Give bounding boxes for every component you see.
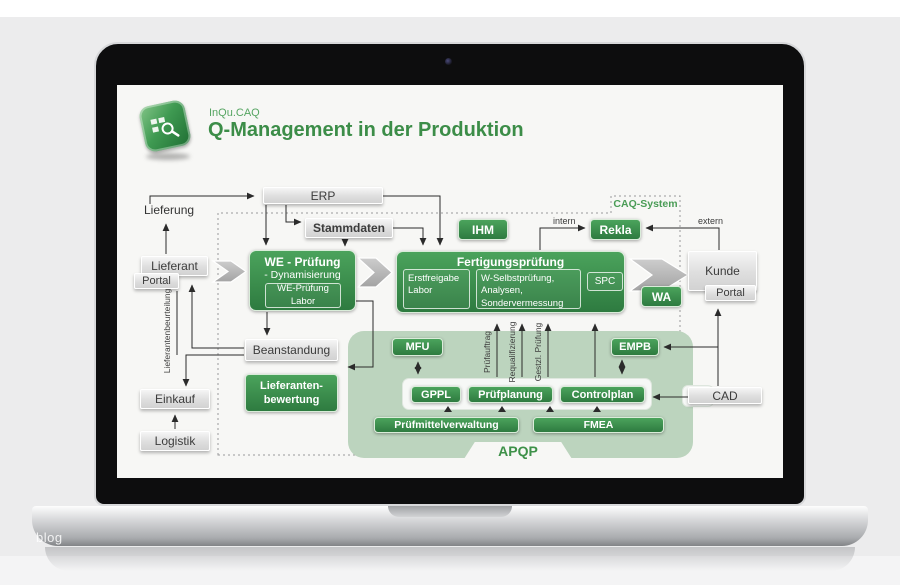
selbstpruefung-subnode: W-Selbstprüfung, Analysen, Sondervermess…	[476, 269, 581, 309]
we-labor-subnode: WE-Prüfung Labor	[265, 283, 341, 308]
node-we-pruefung: WE - Prüfung - Dynamisierung WE-Prüfung …	[249, 250, 356, 311]
node-ihm: IHM	[458, 219, 508, 240]
node-portal-lieferant: Portal	[134, 273, 179, 289]
node-logistik: Logistik	[140, 431, 210, 451]
erstfreigabe-subnode: Erstfreigabe Labor	[403, 269, 470, 309]
node-kunde: Kunde	[688, 251, 757, 291]
label-lieferung: Lieferung	[144, 203, 195, 217]
laptop-reflection	[45, 547, 855, 571]
node-lieferantenbewertung: Lieferanten- bewertung	[245, 374, 338, 412]
label-requalifizierung: Requalifizierung	[507, 321, 517, 383]
page-title: Q-Management in der Produktion	[208, 119, 524, 141]
node-stammdaten: Stammdaten	[305, 218, 393, 238]
logo-shadow	[146, 153, 190, 160]
node-lieferant: Lieferant	[141, 256, 208, 276]
apqp-notch	[464, 442, 572, 459]
node-mfu: MFU	[392, 338, 443, 356]
we-pruefung-title: WE - Prüfung	[264, 255, 341, 269]
laptop-thumb-groove	[388, 506, 512, 517]
node-gppl: GPPL	[411, 386, 461, 403]
node-pruefplanung: Prüfplanung	[468, 386, 553, 403]
node-einkauf: Einkauf	[140, 389, 210, 409]
background-bottom	[0, 556, 900, 585]
inqu-cube-icon	[137, 98, 193, 154]
label-lieferantenbeurteilung: Lieferantenbeurteilung	[162, 288, 172, 374]
flow-chevron-icons	[211, 257, 690, 292]
node-empb: EMPB	[611, 338, 659, 356]
node-cad: CAD	[688, 387, 762, 404]
node-fmea: FMEA	[533, 417, 664, 433]
spc-subnode: SPC	[587, 272, 623, 291]
node-pruefmittelverwaltung: Prüfmittelverwaltung	[374, 417, 519, 433]
node-beanstandung: Beanstandung	[245, 339, 338, 361]
label-extern: extern	[698, 216, 724, 226]
node-erp: ERP	[263, 187, 383, 204]
label-gestzl-pruefung: Gestzl. Prüfung	[533, 322, 543, 382]
node-wa: WA	[641, 286, 682, 307]
node-fertigungspruefung: Fertigungsprüfung Erstfreigabe Labor W-S…	[396, 251, 625, 313]
label-pruefauftrag: Prüfauftrag	[482, 330, 492, 374]
we-dynamisierung-label: - Dynamisierung	[264, 269, 341, 281]
watermark: blog	[36, 530, 63, 545]
label-intern: intern	[553, 216, 576, 226]
node-portal-kunde: Portal	[705, 285, 756, 301]
node-controlplan: Controlplan	[560, 386, 645, 403]
fertigungspruefung-title: Fertigungsprüfung	[456, 255, 565, 269]
node-rekla: Rekla	[590, 219, 641, 240]
brand-label: InQu.CAQ	[209, 107, 260, 119]
caq-system-label: CAQ-System	[613, 198, 678, 210]
apqp-label: APQP	[498, 443, 538, 459]
webcam-icon	[445, 58, 452, 65]
